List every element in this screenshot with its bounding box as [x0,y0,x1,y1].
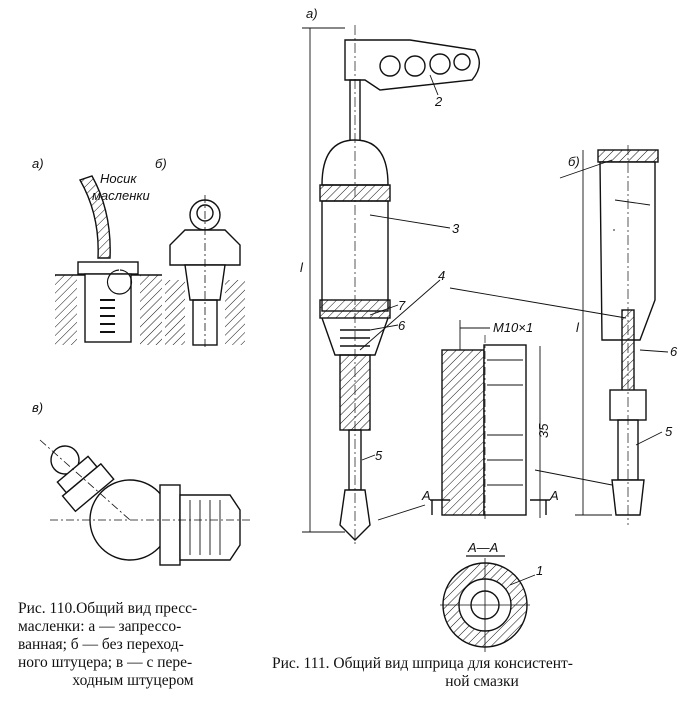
fig110-b-drawing [165,195,245,350]
part-5b: 5 [665,424,673,439]
fig111-caption-line: ной смазки [445,673,519,690]
fig110-caption-line: ного штуцера; в — с пере- [18,654,193,671]
fig110-caption: Рис. 110.Общий вид пресс- масленки: а — … [18,600,248,690]
fig111-caption-title: Рис. 111. [272,655,330,672]
fig111-label-a: а) [306,6,318,21]
fig110-caption-line: Общий вид пресс- [76,600,198,617]
section-aa-drawing [440,555,536,652]
part-5a: 5 [375,448,383,463]
dimension-35: 35 [536,423,551,438]
fig111-a-drawing [302,25,480,545]
fig111-b-drawing [449,145,669,525]
part-6a: 6 [398,318,406,333]
thread-label: M10×1 [493,320,533,335]
fig111-label-b: б) [568,154,580,169]
callout-maslenki: масленки [92,188,150,203]
part-4: 4 [438,268,445,283]
section-mark-right: А [549,488,559,503]
part-2: 2 [434,94,443,109]
fig111-caption: Рис. 111. Общий вид шприца для консистен… [272,655,692,691]
fig110-label-b: б) [155,156,167,171]
fig111-caption-line: Общий вид шприца для консистент- [333,655,573,672]
length-label-b: l [576,320,580,335]
section-mark-left: А [421,488,431,503]
part-1: 1 [536,563,543,578]
fig110-label-a: а) [32,156,44,171]
fig110-label-v: в) [32,400,43,415]
part-3: 3 [452,221,460,236]
nozzle-detail-drawing [430,320,550,520]
section-title: А—А [467,540,498,555]
fig110-caption-line: ванная; б — без переход- [18,636,184,653]
fig110-caption-line: масленки: а — запрессо- [18,618,182,635]
fig110-v-drawing [39,439,250,566]
fig110-caption-title: Рис. 110. [18,600,77,617]
part-7: 7 [398,298,406,313]
fig110-a-drawing [55,175,162,345]
fig110-caption-line: ходным штуцером [72,672,194,689]
part-6b: 6 [670,344,678,359]
callout-nosik: Носик [100,171,137,186]
length-label-a: l [300,260,304,275]
